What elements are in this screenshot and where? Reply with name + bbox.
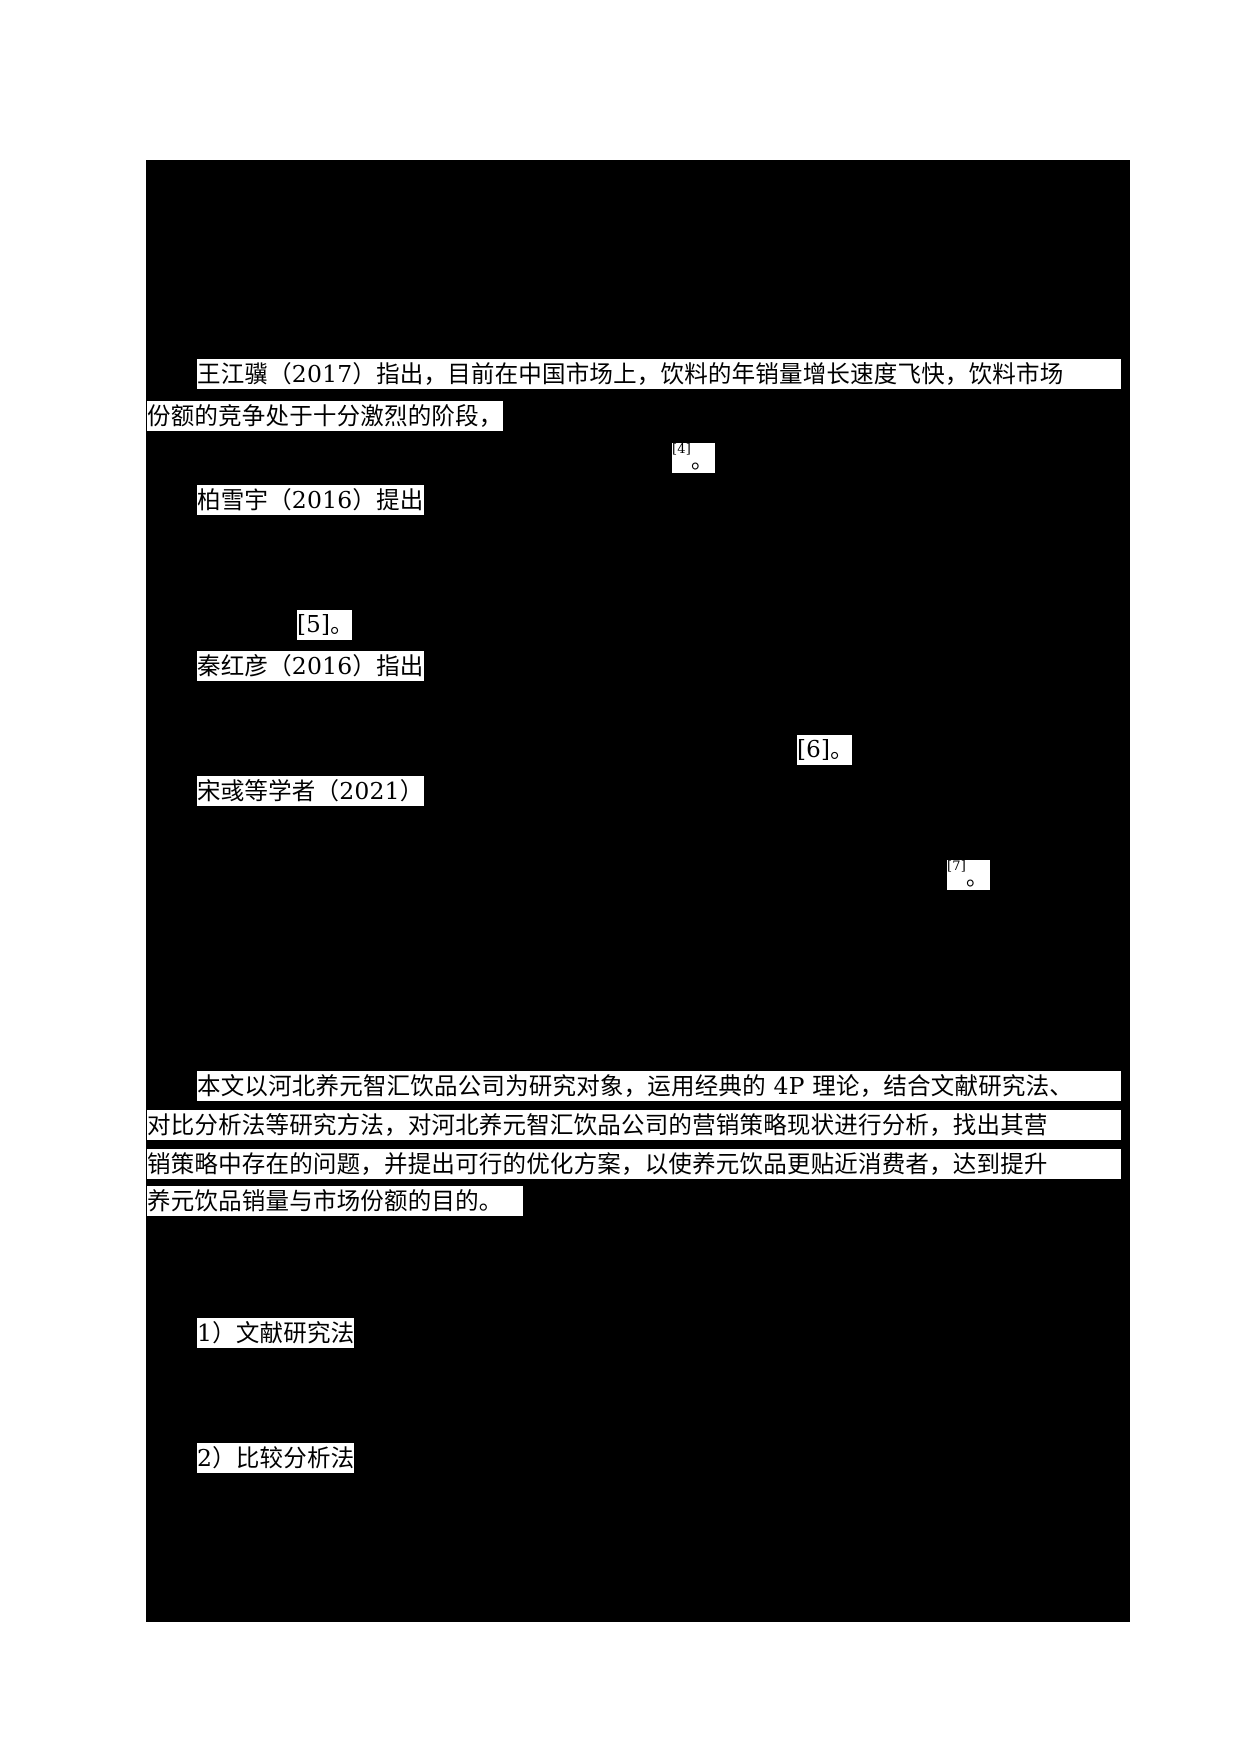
paragraph-5-line-4: 养元饮品销量与市场份额的目的。	[147, 1186, 523, 1216]
citation-7: [7]。	[947, 859, 990, 891]
method-item-1: 1）文献研究法	[197, 1318, 355, 1348]
citation-4-period: 。	[691, 449, 714, 474]
citation-4-mark: [4]	[672, 442, 692, 457]
paragraph-2-line-1: 柏雪宇（2016）提出	[197, 485, 424, 515]
paragraph-5-line-3: 销策略中存在的问题，并提出可行的优化方案，以使养元饮品更贴近消费者，达到提升	[147, 1149, 1121, 1179]
citation-7-period: 。	[966, 866, 989, 891]
paragraph-5-line-2: 对比分析法等研究方法，对河北养元智汇饮品公司的营销策略现状进行分析，找出其营	[147, 1110, 1121, 1140]
method-item-2: 2）比较分析法	[197, 1443, 355, 1473]
citation-4: [4]。	[672, 442, 715, 474]
citation-6: [6]。	[797, 735, 854, 765]
citation-7-mark: [7]	[947, 859, 967, 874]
paragraph-3-line-1: 秦红彦（2016）指出	[197, 651, 424, 681]
citation-5: [5]。	[297, 610, 354, 640]
paragraph-4-line-1: 宋彧等学者（2021）	[197, 776, 424, 806]
paragraph-5-line-1: 本文以河北养元智汇饮品公司为研究对象，运用经典的 4P 理论，结合文献研究法、	[197, 1071, 1121, 1101]
paragraph-1-line-1: 王江骥（2017）指出，目前在中国市场上，饮料的年销量增长速度飞快，饮料市场	[197, 359, 1121, 389]
paragraph-1-line-2: 份额的竞争处于十分激烈的阶段，	[147, 401, 503, 431]
